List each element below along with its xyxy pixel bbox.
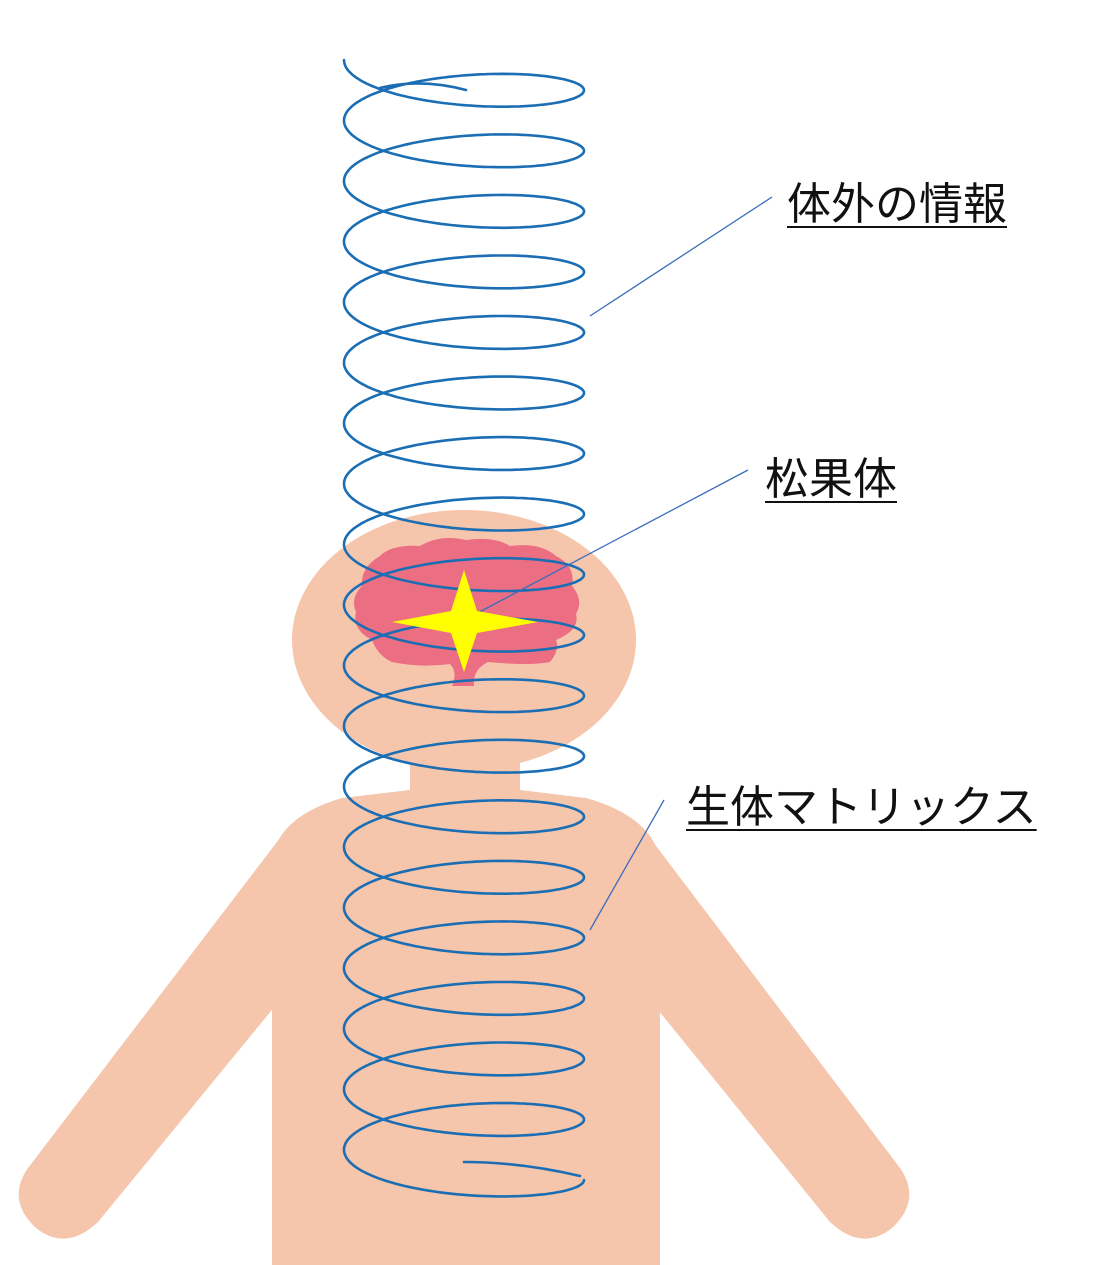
left-arm <box>19 838 280 1239</box>
label-outside-info: 体外の情報 <box>787 183 1007 227</box>
label-pineal-gland: 松果体 <box>765 458 897 502</box>
right-arm <box>650 838 909 1239</box>
label-bio-matrix: 生体マトリックス <box>686 786 1037 830</box>
leader-line-outside-info <box>590 197 772 316</box>
